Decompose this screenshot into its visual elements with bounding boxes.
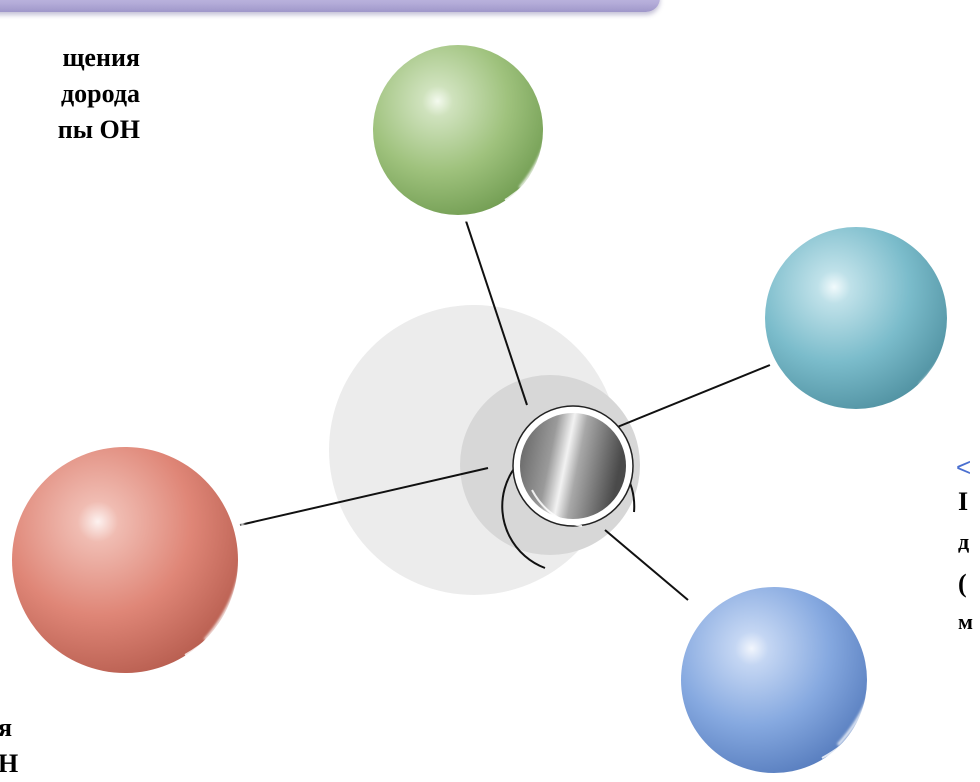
left-text-top-line: щения (62, 43, 140, 72)
bond-blue (604, 529, 689, 601)
left-text-top: щения дорода пы ОН (0, 40, 140, 148)
center-atom (501, 405, 636, 569)
blue-sphere (674, 580, 883, 780)
left-text-top-line: дорода (60, 79, 140, 108)
bond-teal (609, 364, 771, 431)
bonds (239, 217, 771, 601)
right-text: I д ( м (958, 484, 973, 640)
bracket-marker: < (956, 452, 972, 482)
right-text-line: м (958, 609, 973, 634)
red-sphere (5, 440, 247, 680)
header-bar (0, 0, 660, 12)
right-text-line: д (958, 529, 970, 554)
right-text-line: I (958, 487, 969, 516)
right-text-line: ( (958, 569, 967, 598)
left-text-bottom-line: я (0, 713, 13, 742)
left-text-bottom: я Н (0, 710, 18, 782)
left-text-bottom-line: Н (0, 749, 19, 778)
bond-green (464, 217, 528, 406)
green-sphere (366, 38, 561, 222)
teal-sphere (758, 220, 966, 416)
bond-red (239, 467, 489, 526)
left-text-top-line: пы ОН (57, 115, 140, 144)
